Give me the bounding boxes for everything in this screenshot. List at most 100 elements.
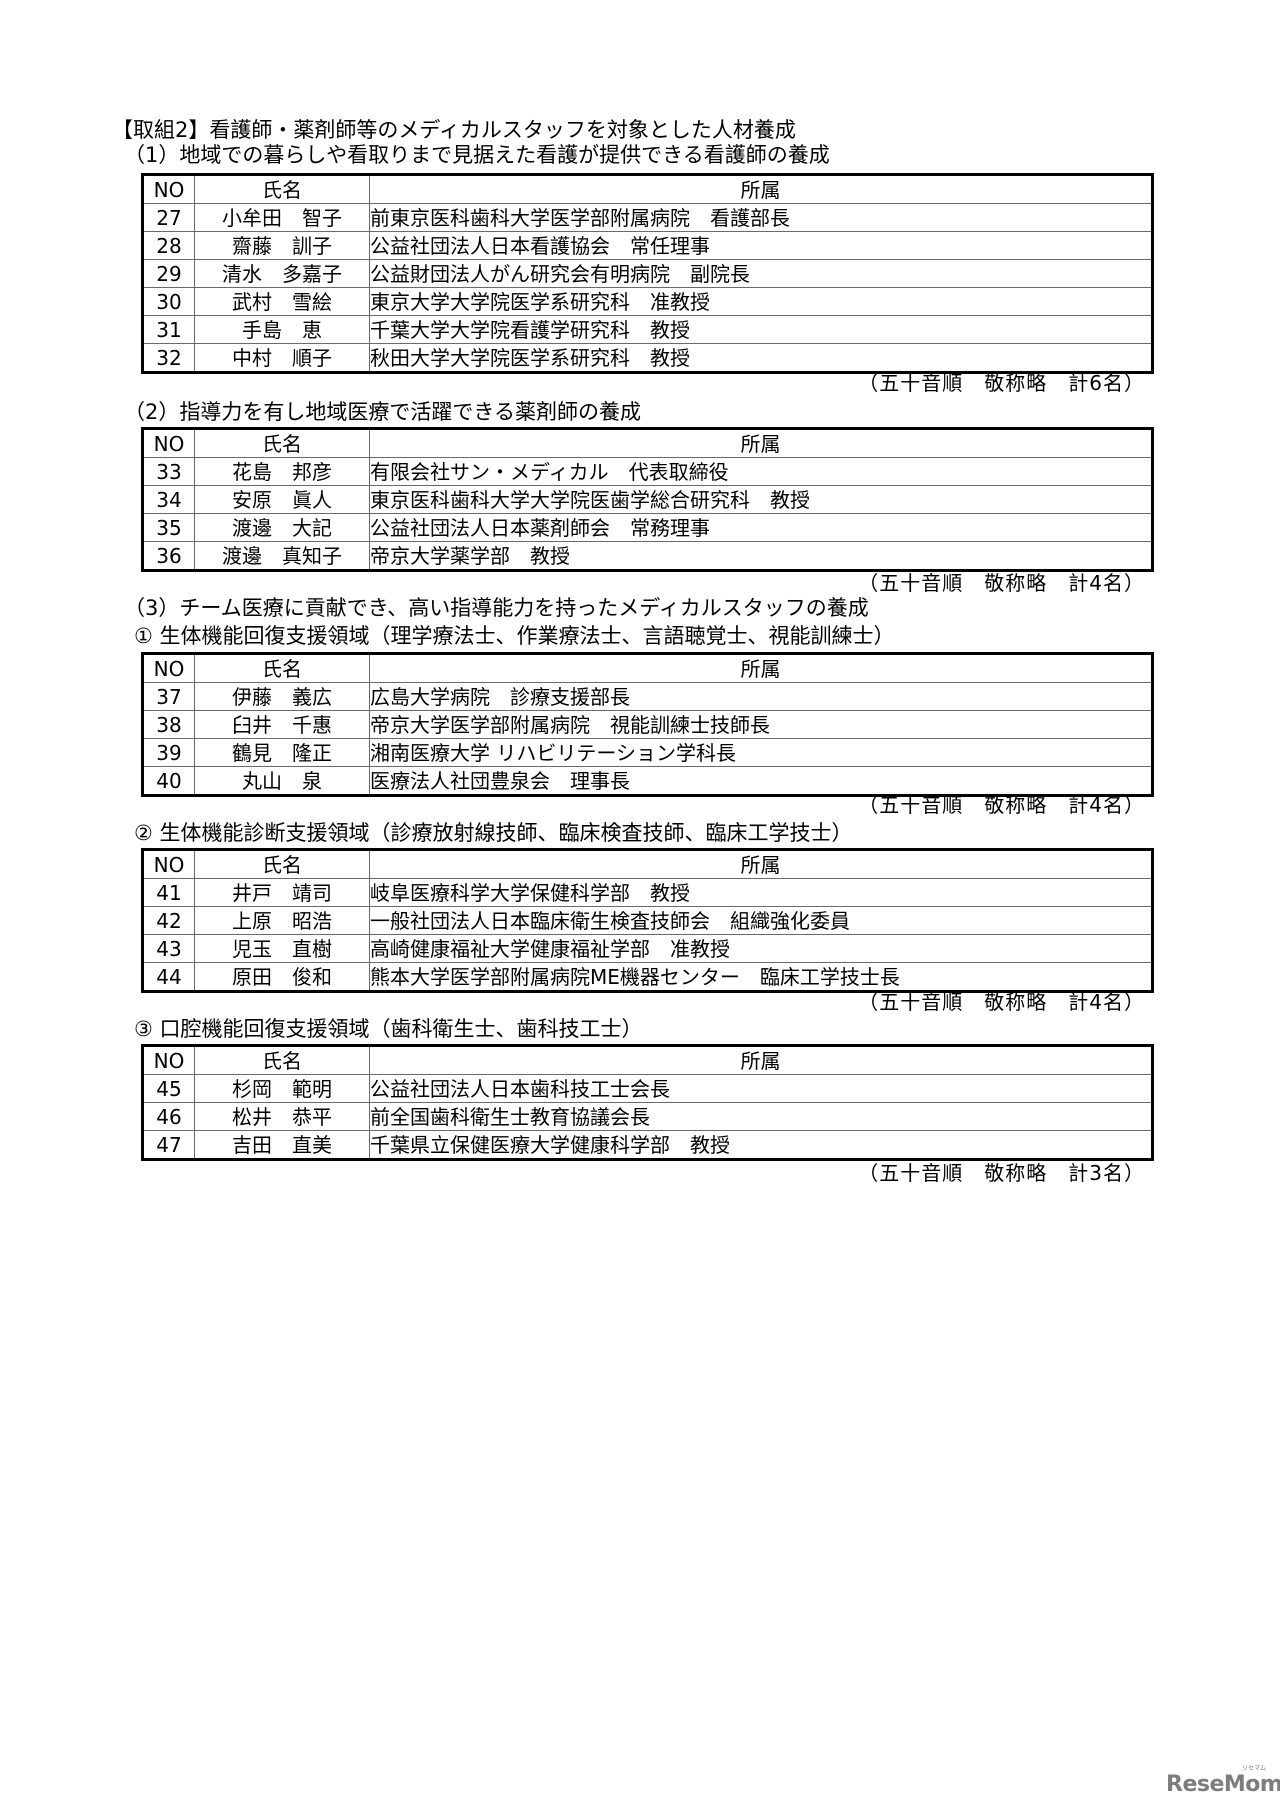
header-no: NO [142, 1045, 195, 1075]
row-affiliation: 前全国歯科衛生士教育協議会長 [369, 1102, 1153, 1131]
table-header-row: NO 氏名 所属 [142, 428, 1153, 458]
row-no: 43 [142, 934, 195, 963]
table-row: 30 武村 雪絵 東京大学大学院医学系研究科 准教授 [142, 287, 1153, 316]
row-name: 上原 昭浩 [194, 906, 370, 935]
document-title: 【取組2】看護師・薬剤師等のメディカルスタッフを対象とした人材養成 [112, 118, 796, 142]
section-3-sub-2-note: （五十音順 敬称略 計4名） [858, 990, 1145, 1014]
section-3-sub-1-note: （五十音順 敬称略 計4名） [858, 793, 1145, 817]
resemom-watermark-logo: リセマム ReseMom [1166, 1765, 1280, 1797]
row-no: 45 [142, 1074, 195, 1103]
section-3-sub-3-table: NO 氏名 所属 45 杉岡 範明 公益社団法人日本歯科技工士会長 46 松井 … [141, 1044, 1154, 1161]
row-name: 臼井 千惠 [194, 710, 370, 739]
table-row: 40 丸山 泉 医療法人社団豊泉会 理事長 [142, 766, 1153, 796]
row-name: 齋藤 訓子 [194, 231, 370, 260]
row-name: 中村 順子 [194, 343, 370, 373]
row-name: 吉田 直美 [194, 1130, 370, 1160]
table-row: 37 伊藤 義広 広島大学病院 診療支援部長 [142, 682, 1153, 711]
section-2-table: NO 氏名 所属 33 花島 邦彦 有限会社サン・メディカル 代表取締役 34 … [141, 427, 1154, 572]
section-2-heading: （2）指導力を有し地域医療で活躍できる薬剤師の養成 [124, 400, 641, 424]
watermark-logo-text: ReseMom [1166, 1772, 1280, 1797]
header-name: 氏名 [194, 428, 370, 458]
row-affiliation: 医療法人社団豊泉会 理事長 [369, 766, 1153, 796]
row-name: 伊藤 義広 [194, 682, 370, 711]
row-no: 47 [142, 1130, 195, 1160]
row-affiliation: 公益社団法人日本歯科技工士会長 [369, 1074, 1153, 1103]
row-name: 花島 邦彦 [194, 457, 370, 486]
table-header-row: NO 氏名 所属 [142, 1045, 1153, 1075]
row-affiliation: 有限会社サン・メディカル 代表取締役 [369, 457, 1153, 486]
header-name: 氏名 [194, 653, 370, 683]
row-no: 35 [142, 513, 195, 542]
row-affiliation: 前東京医科歯科大学医学部附属病院 看護部長 [369, 203, 1153, 232]
row-no: 29 [142, 259, 195, 288]
row-no: 30 [142, 287, 195, 316]
section-3-sub-3-heading: ③ 口腔機能回復支援領域（歯科衛生士、歯科技工士） [134, 1017, 643, 1041]
row-name: 手島 恵 [194, 315, 370, 344]
table-row: 31 手島 恵 千葉大学大学院看護学研究科 教授 [142, 315, 1153, 344]
row-affiliation: 熊本大学医学部附属病院ME機器センター 臨床工学技士長 [369, 962, 1153, 992]
header-name: 氏名 [194, 849, 370, 879]
section-1-heading: （1）地域での暮らしや看取りまで見据えた看護が提供できる看護師の養成 [124, 143, 830, 167]
table-row: 34 安原 眞人 東京医科歯科大学大学院医歯学総合研究科 教授 [142, 485, 1153, 514]
section-3-heading: （3）チーム医療に貢献でき、高い指導能力を持ったメディカルスタッフの養成 [124, 596, 869, 620]
header-no: NO [142, 849, 195, 879]
table-header-row: NO 氏名 所属 [142, 653, 1153, 683]
header-affiliation: 所属 [369, 174, 1153, 204]
section-1-note: （五十音順 敬称略 計6名） [858, 371, 1145, 395]
section-3-sub-2-heading: ② 生体機能診断支援領域（診療放射線技師、臨床検査技師、臨床工学技士） [134, 821, 853, 845]
row-name: 井戸 靖司 [194, 878, 370, 907]
table-row: 45 杉岡 範明 公益社団法人日本歯科技工士会長 [142, 1074, 1153, 1103]
section-3-sub-1-table: NO 氏名 所属 37 伊藤 義広 広島大学病院 診療支援部長 38 臼井 千惠… [141, 652, 1154, 797]
row-no: 36 [142, 541, 195, 571]
header-affiliation: 所属 [369, 428, 1153, 458]
header-name: 氏名 [194, 1045, 370, 1075]
row-affiliation: 帝京大学医学部附属病院 視能訓練士技師長 [369, 710, 1153, 739]
row-no: 44 [142, 962, 195, 992]
table-row: 33 花島 邦彦 有限会社サン・メディカル 代表取締役 [142, 457, 1153, 486]
row-name: 小牟田 智子 [194, 203, 370, 232]
table-row: 36 渡邊 真知子 帝京大学薬学部 教授 [142, 541, 1153, 571]
row-affiliation: 一般社団法人日本臨床衛生検査技師会 組織強化委員 [369, 906, 1153, 935]
row-no: 39 [142, 738, 195, 767]
row-no: 27 [142, 203, 195, 232]
row-no: 34 [142, 485, 195, 514]
table-row: 28 齋藤 訓子 公益社団法人日本看護協会 常任理事 [142, 231, 1153, 260]
row-name: 渡邊 大記 [194, 513, 370, 542]
row-name: 原田 俊和 [194, 962, 370, 992]
row-no: 41 [142, 878, 195, 907]
row-affiliation: 広島大学病院 診療支援部長 [369, 682, 1153, 711]
row-affiliation: 秋田大学大学院医学系研究科 教授 [369, 343, 1153, 373]
table-row: 47 吉田 直美 千葉県立保健医療大学健康科学部 教授 [142, 1130, 1153, 1160]
table-row: 46 松井 恭平 前全国歯科衛生士教育協議会長 [142, 1102, 1153, 1131]
row-affiliation: 岐阜医療科学大学保健科学部 教授 [369, 878, 1153, 907]
row-name: 鶴見 隆正 [194, 738, 370, 767]
row-affiliation: 千葉大学大学院看護学研究科 教授 [369, 315, 1153, 344]
row-name: 安原 眞人 [194, 485, 370, 514]
header-affiliation: 所属 [369, 849, 1153, 879]
table-row: 44 原田 俊和 熊本大学医学部附属病院ME機器センター 臨床工学技士長 [142, 962, 1153, 992]
row-name: 渡邊 真知子 [194, 541, 370, 571]
row-no: 33 [142, 457, 195, 486]
row-no: 38 [142, 710, 195, 739]
header-no: NO [142, 174, 195, 204]
table-row: 39 鶴見 隆正 湘南医療大学 リハビリテーション学科長 [142, 738, 1153, 767]
table-header-row: NO 氏名 所属 [142, 174, 1153, 204]
row-affiliation: 東京大学大学院医学系研究科 准教授 [369, 287, 1153, 316]
header-affiliation: 所属 [369, 653, 1153, 683]
section-3-sub-2-table: NO 氏名 所属 41 井戸 靖司 岐阜医療科学大学保健科学部 教授 42 上原… [141, 848, 1154, 993]
row-no: 37 [142, 682, 195, 711]
row-affiliation: 東京医科歯科大学大学院医歯学総合研究科 教授 [369, 485, 1153, 514]
header-no: NO [142, 653, 195, 683]
row-no: 28 [142, 231, 195, 260]
row-name: 清水 多嘉子 [194, 259, 370, 288]
header-affiliation: 所属 [369, 1045, 1153, 1075]
watermark-subtext: リセマム [1242, 1765, 1267, 1772]
row-name: 武村 雪絵 [194, 287, 370, 316]
table-row: 38 臼井 千惠 帝京大学医学部附属病院 視能訓練士技師長 [142, 710, 1153, 739]
row-no: 31 [142, 315, 195, 344]
section-1-table: NO 氏名 所属 27 小牟田 智子 前東京医科歯科大学医学部附属病院 看護部長… [141, 173, 1154, 374]
row-no: 40 [142, 766, 195, 796]
row-no: 32 [142, 343, 195, 373]
section-2-note: （五十音順 敬称略 計4名） [858, 571, 1145, 595]
